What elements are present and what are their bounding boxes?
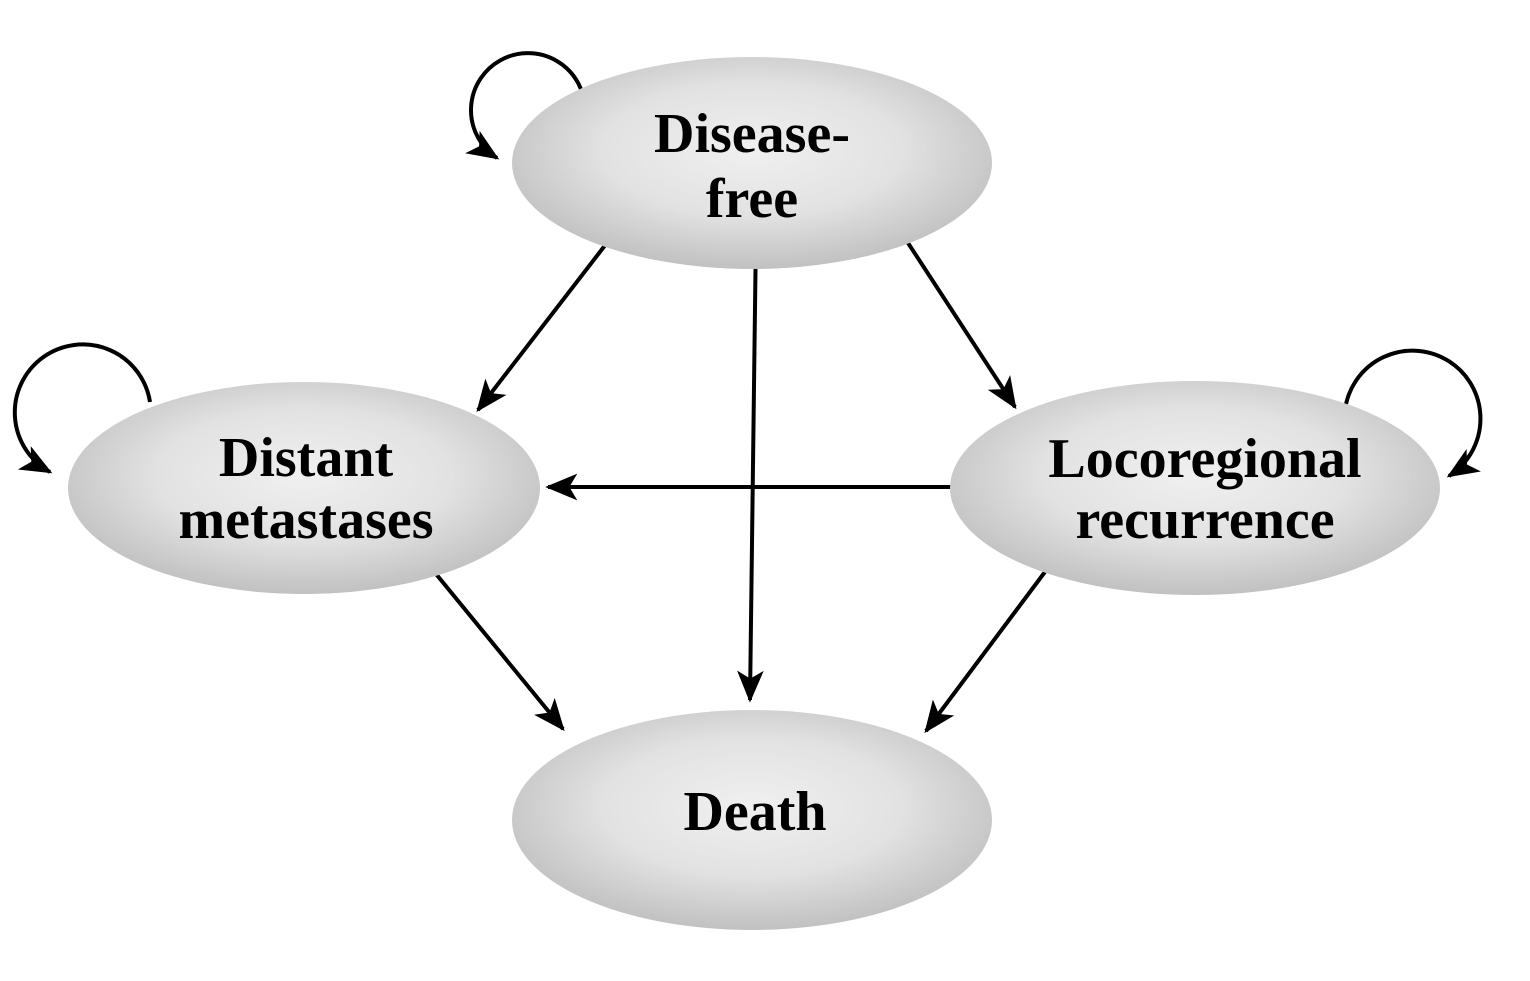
node-distant-metastases-label-line-1: Distant <box>219 427 394 489</box>
node-disease-free-label-line-2: free <box>706 168 798 230</box>
self-loop-disease-free <box>465 51 587 160</box>
node-distant-metastases-label-line-2: metastases <box>178 489 433 551</box>
node-death-shape <box>512 710 992 930</box>
node-locoregional-recurrence-shape <box>950 381 1440 595</box>
node-distant-metastases-shape <box>68 382 540 594</box>
node-locoregional-recurrence-label-line-2: recurrence <box>1075 489 1334 551</box>
node-disease-free-shape <box>512 57 992 269</box>
edge-disease-free-to-death <box>737 229 764 703</box>
self-loop-locoregional-recurrence <box>1343 348 1483 478</box>
labels-group: Disease- free Distant metastases Locoreg… <box>178 103 1361 843</box>
node-disease-free-label-line-1: Disease- <box>654 103 850 165</box>
nodes-group <box>68 57 1440 930</box>
node-locoregional-recurrence-label-line-1: Locoregional <box>1048 428 1361 490</box>
node-death-label-line-1: Death <box>683 781 826 843</box>
self-loop-distant-metastases <box>12 342 152 474</box>
